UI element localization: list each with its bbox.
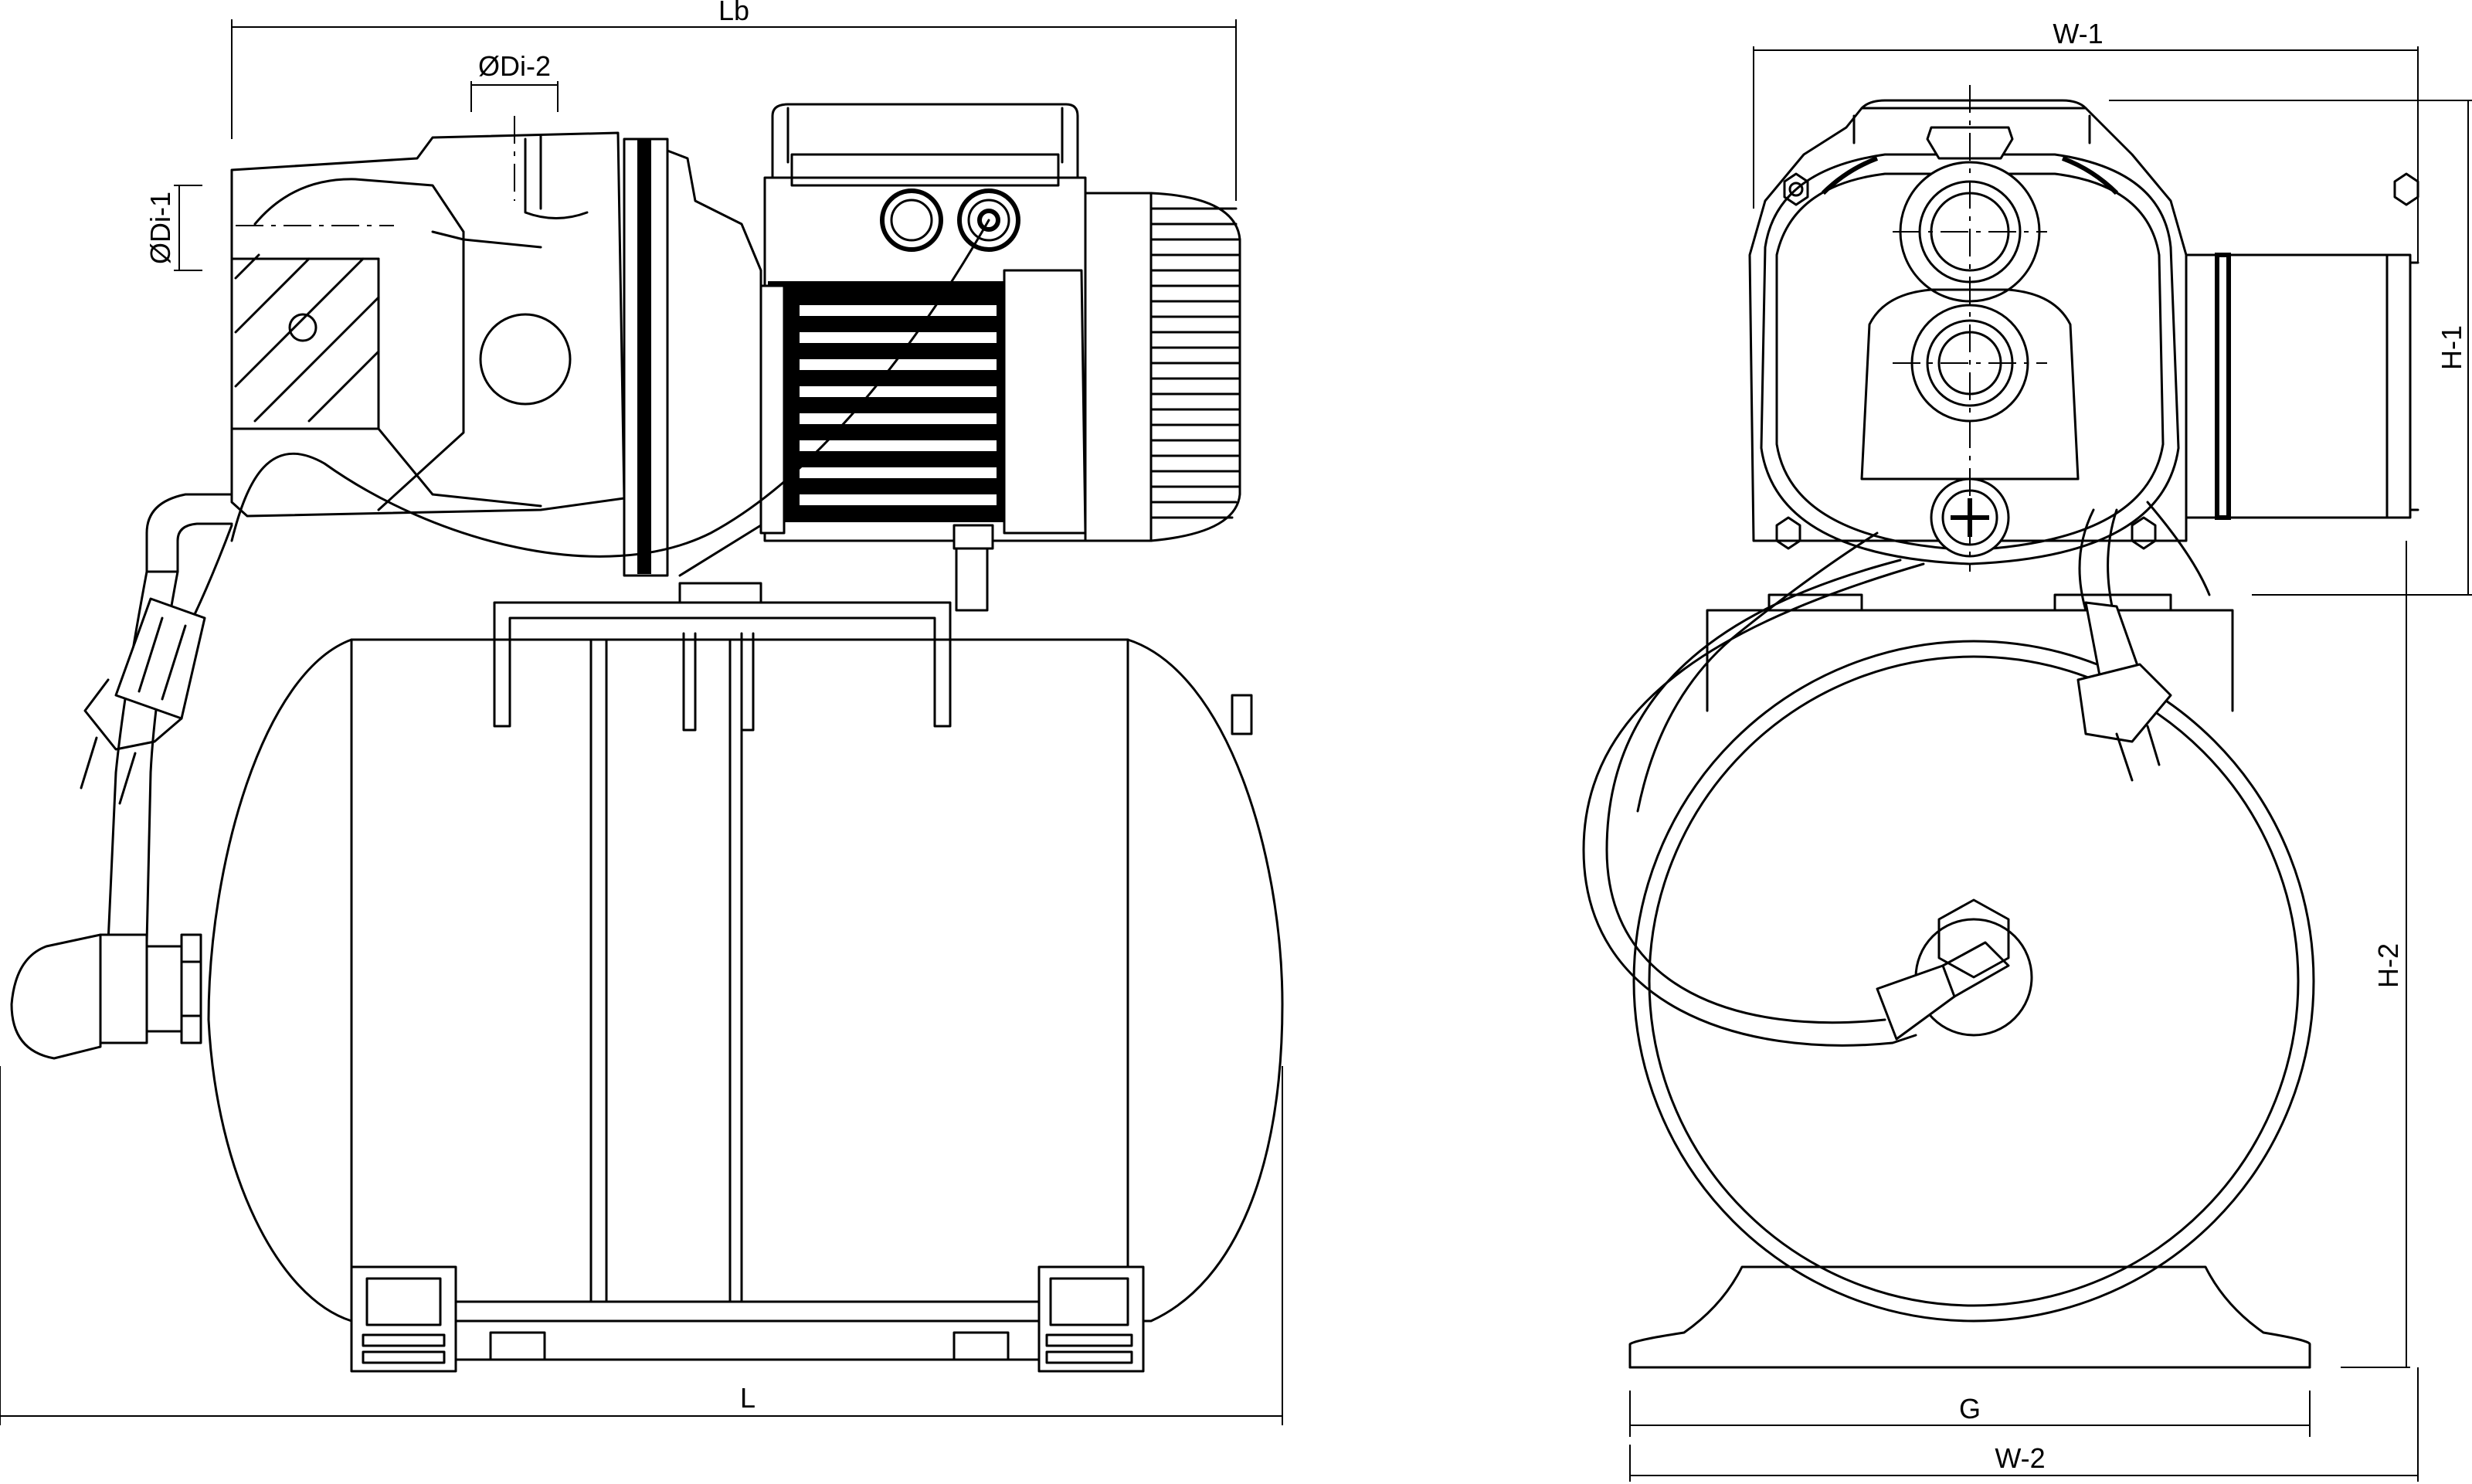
- dimension-h-2: H-2: [2325, 541, 2410, 1368]
- housing-bolts: [1775, 172, 2419, 550]
- pump-base-plate: [1706, 609, 2234, 712]
- label-l: L: [740, 1382, 756, 1414]
- dimension-l: L: [0, 1066, 1283, 1425]
- cable-glands: [880, 188, 1020, 252]
- pressure-tank-side: [207, 638, 1284, 1373]
- tank-foot-right: [1037, 1265, 1145, 1373]
- pump-housing: [230, 116, 626, 518]
- dimension-di-2: ØDi-2: [470, 50, 559, 112]
- motor: [759, 103, 1241, 612]
- power-cable: [230, 219, 990, 558]
- label-w-1: W-1: [2053, 18, 2103, 49]
- label-lb: Lb: [718, 0, 749, 26]
- tank-foot-left: [350, 1265, 457, 1373]
- side-view: Lb ØDi-2 ØDi-1: [0, 0, 1284, 1425]
- dimension-lb: Lb: [231, 0, 1237, 201]
- label-di-1: ØDi-1: [144, 192, 176, 264]
- label-w-2: W-2: [1995, 1442, 2045, 1474]
- terminal-box-front: [2185, 253, 2419, 520]
- dimension-w-1: W-1: [1753, 18, 2419, 263]
- fan-cover-ribs: [1149, 207, 1241, 519]
- front-cable-plug: [2076, 501, 2211, 782]
- dimension-di-1: ØDi-1: [144, 185, 202, 271]
- dimension-w-2: W-2: [1629, 1367, 2419, 1482]
- label-h-2: H-2: [2372, 943, 2404, 988]
- label-g: G: [1959, 1393, 1981, 1425]
- pressure-tank-front: [1628, 640, 2315, 1369]
- connecting-hose: [1582, 531, 2010, 1047]
- mounting-bracket: [493, 582, 952, 732]
- flange: [623, 138, 762, 577]
- front-view: W-1: [1582, 18, 2472, 1482]
- label-h-1: H-1: [2436, 325, 2467, 370]
- inlet-pipe: [10, 493, 233, 1060]
- dimension-g: G: [1629, 1391, 2311, 1437]
- label-di-2: ØDi-2: [478, 50, 551, 82]
